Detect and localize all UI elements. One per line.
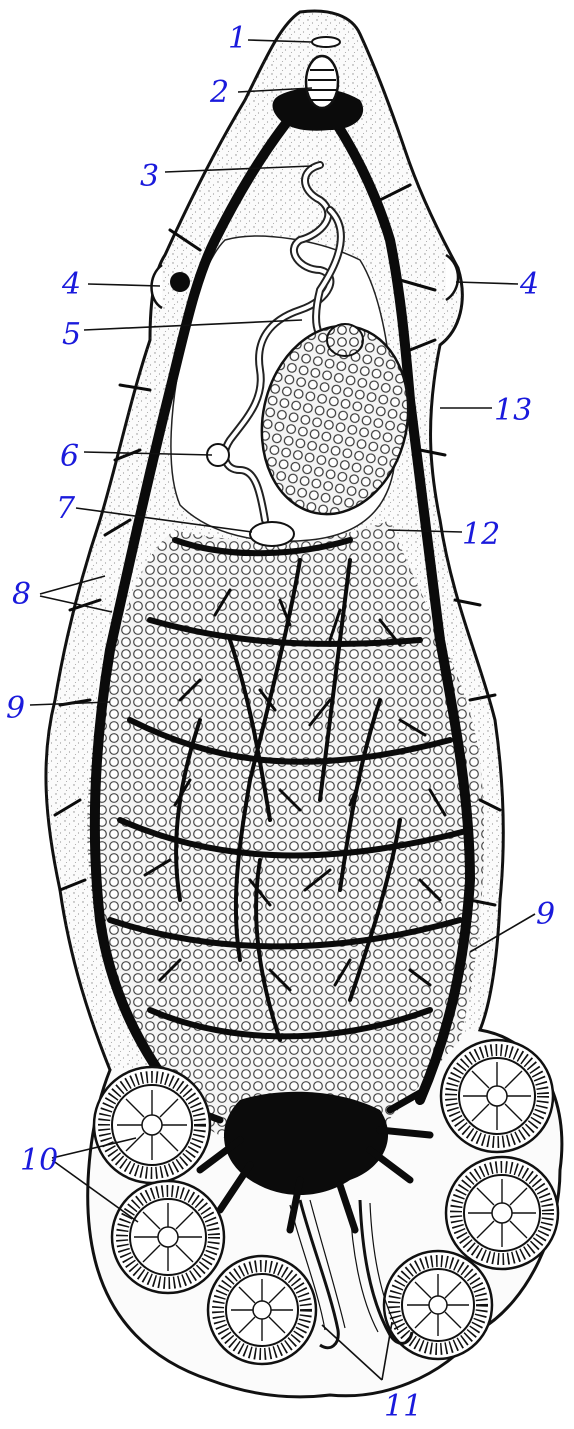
label-11: 11 [384, 1389, 422, 1424]
label-1: 1 [228, 21, 247, 56]
mouth-opening [312, 37, 340, 47]
sucker-left-upper [94, 1067, 210, 1183]
sucker-right-upper [441, 1040, 553, 1152]
ootype [250, 522, 294, 546]
label-3: 3 [140, 159, 159, 194]
label-8: 8 [12, 577, 31, 612]
label-9-left: 9 [6, 691, 25, 726]
label-6: 6 [60, 439, 79, 474]
label-5: 5 [62, 317, 81, 352]
label-9-right: 9 [536, 897, 555, 932]
sucker-right-lower [446, 1157, 558, 1269]
label-4-left: 4 [61, 267, 81, 302]
sucker-bottom-left [208, 1256, 316, 1364]
pharynx [306, 56, 338, 108]
label-4-right: 4 [519, 267, 539, 302]
label-7: 7 [56, 491, 76, 526]
label-12: 12 [462, 517, 500, 552]
label-10: 10 [20, 1143, 58, 1178]
label-2: 2 [209, 75, 229, 110]
label-13: 13 [494, 393, 532, 428]
sucker-left-lower [112, 1181, 224, 1293]
